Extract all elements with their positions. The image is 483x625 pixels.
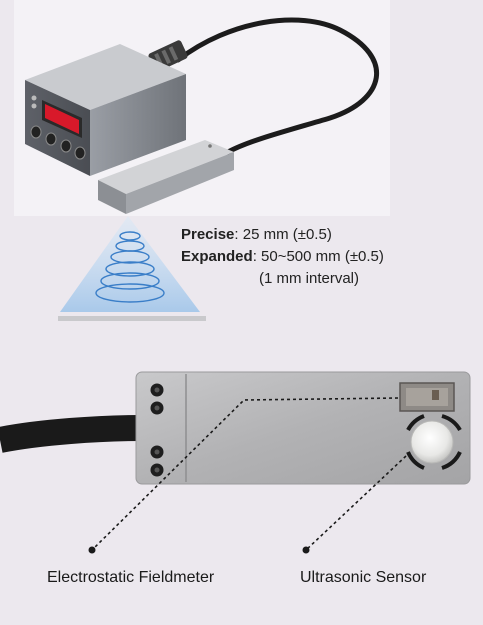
wave-rings-icon [95, 231, 165, 303]
ultrasonic-caption: Ultrasonic Sensor [300, 569, 427, 586]
sensor-cable-bottom [0, 415, 143, 453]
sensor-cable [175, 17, 380, 155]
expanded-spec: Expanded: 50~500 mm (±0.5) [181, 246, 384, 268]
digital-display [42, 100, 82, 138]
fieldmeter-callout-line [91, 397, 399, 551]
interval-note: (1 mm interval) [259, 270, 360, 287]
sensor-bar-top [98, 140, 234, 214]
controller-unit [25, 17, 380, 176]
fieldmeter-caption: Electrostatic Fieldmeter [47, 569, 215, 586]
fieldmeter-callout-dot [88, 546, 96, 554]
mounting-screws [150, 383, 164, 477]
indicator-light [31, 103, 37, 109]
precise-label: Precise [181, 226, 235, 243]
detection-field [58, 216, 206, 321]
controller-buttons [30, 125, 86, 160]
fieldmeter-window [399, 382, 455, 412]
indicator-light [31, 95, 37, 101]
ultrasonic-callout-line [305, 455, 407, 551]
range-specifications: Precise: 25 mm (±0.5) Expanded: 50~500 m… [181, 224, 384, 290]
precise-spec: Precise: 25 mm (±0.5) [181, 224, 384, 246]
ultrasonic-transducer [406, 414, 462, 470]
sensor-closeup [0, 371, 471, 485]
precise-value: : 25 mm (±0.5) [234, 226, 332, 243]
expanded-value: : 50~500 mm (±0.5) [252, 248, 384, 265]
expanded-label: Expanded [181, 248, 253, 265]
callout-lines [91, 397, 407, 551]
ultrasonic-callout-dot [302, 546, 310, 554]
target-surface [58, 316, 206, 321]
